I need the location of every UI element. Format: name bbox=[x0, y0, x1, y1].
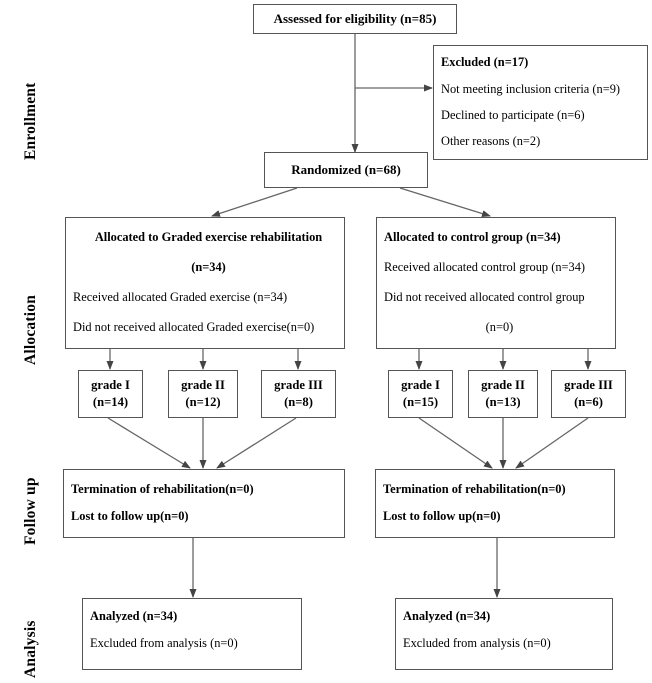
edge-randomized-to-allocated-control bbox=[399, 187, 491, 217]
grade-ctl-3-label: grade III bbox=[564, 377, 613, 392]
grade-int-2-count: (n=12) bbox=[185, 394, 221, 409]
excluded-line-3: Declined to participate (n=6) bbox=[441, 107, 585, 122]
stage-label-enrollment: Enrollment bbox=[22, 82, 39, 161]
grade-int-3-count: (n=8) bbox=[284, 394, 313, 409]
stage-label-analysis: Analysis bbox=[22, 620, 39, 678]
alloc-int-line-2: (n=34) bbox=[191, 260, 226, 275]
grade-ctl-2-count: (n=13) bbox=[485, 394, 521, 409]
alloc-int-line-4: Did not received allocated Graded exerci… bbox=[73, 320, 315, 335]
node-grade-control-2: grade II (n=13) bbox=[468, 370, 538, 418]
assessed-line-1: Assessed for eligibility (n=85) bbox=[273, 10, 437, 26]
excluded-line-1: Excluded (n=17) bbox=[441, 55, 529, 70]
stage-label-allocation: Allocation bbox=[22, 294, 39, 365]
stage-label-followup: Follow up bbox=[22, 477, 39, 545]
edge-grade-ctl-3-to-followup bbox=[515, 417, 589, 469]
grade-ctl-1-count: (n=15) bbox=[402, 394, 439, 409]
alloc-ctl-line-1: Allocated to control group (n=34) bbox=[384, 230, 561, 245]
alloc-int-line-3: Received allocated Graded exercise (n=34… bbox=[73, 290, 288, 305]
node-assessed-for-eligibility: Assessed for eligibility (n=85) bbox=[253, 4, 457, 34]
alloc-ctl-line-4: (n=0) bbox=[485, 320, 514, 335]
node-excluded: Excluded (n=17) Not meeting inclusion cr… bbox=[433, 45, 648, 160]
grade-ctl-1-label: grade I bbox=[401, 377, 440, 392]
edge-grade-ctl-1-to-followup bbox=[418, 417, 493, 469]
analysis-ctl-line-1: Analyzed (n=34) bbox=[403, 609, 491, 623]
followup-int-line-2: Lost to follow up(n=0) bbox=[71, 509, 189, 524]
alloc-int-line-1: Allocated to Graded exercise rehabilitat… bbox=[94, 230, 323, 245]
grade-ctl-2-label: grade II bbox=[481, 377, 525, 392]
analysis-ctl-line-2: Excluded from analysis (n=0) bbox=[403, 635, 551, 650]
node-allocated-control: Allocated to control group (n=34) Receiv… bbox=[376, 217, 616, 349]
followup-ctl-line-2: Lost to follow up(n=0) bbox=[383, 509, 501, 524]
grade-int-2-label: grade II bbox=[181, 377, 225, 392]
grade-int-1-label: grade I bbox=[91, 377, 130, 392]
edge-grade-int-3-to-followup bbox=[216, 417, 297, 469]
followup-ctl-line-1: Termination of rehabilitation(n=0) bbox=[383, 481, 566, 496]
node-grade-control-3: grade III (n=6) bbox=[551, 370, 626, 418]
node-grade-intervention-1: grade I (n=14) bbox=[78, 370, 143, 418]
randomized-line-1: Randomized (n=68) bbox=[291, 161, 401, 177]
analysis-int-line-2: Excluded from analysis (n=0) bbox=[90, 635, 238, 650]
grade-int-1-count: (n=14) bbox=[92, 394, 129, 409]
edge-randomized-to-allocated-intervention bbox=[211, 187, 298, 217]
node-grade-intervention-3: grade III (n=8) bbox=[261, 370, 336, 418]
grade-ctl-3-count: (n=6) bbox=[574, 394, 603, 409]
node-followup-intervention: Termination of rehabilitation(n=0) Lost … bbox=[63, 469, 345, 538]
node-randomized: Randomized (n=68) bbox=[264, 152, 428, 188]
excluded-line-4: Other reasons (n=2) bbox=[441, 134, 541, 149]
alloc-ctl-line-2: Received allocated control group (n=34) bbox=[384, 260, 586, 275]
node-grade-control-1: grade I (n=15) bbox=[388, 370, 453, 418]
node-allocated-intervention: Allocated to Graded exercise rehabilitat… bbox=[65, 217, 345, 349]
edge-grade-int-1-to-followup bbox=[107, 417, 191, 469]
grade-int-3-label: grade III bbox=[274, 377, 323, 392]
node-grade-intervention-2: grade II (n=12) bbox=[168, 370, 238, 418]
node-followup-control: Termination of rehabilitation(n=0) Lost … bbox=[375, 469, 615, 538]
node-analysis-control: Analyzed (n=34) Excluded from analysis (… bbox=[395, 598, 613, 670]
alloc-ctl-line-3: Did not received allocated control group bbox=[384, 290, 585, 305]
followup-int-line-1: Termination of rehabilitation(n=0) bbox=[71, 481, 254, 496]
node-analysis-intervention: Analyzed (n=34) Excluded from analysis (… bbox=[82, 598, 302, 670]
analysis-int-line-1: Analyzed (n=34) bbox=[90, 609, 178, 623]
excluded-line-2: Not meeting inclusion criteria (n=9) bbox=[441, 81, 621, 96]
